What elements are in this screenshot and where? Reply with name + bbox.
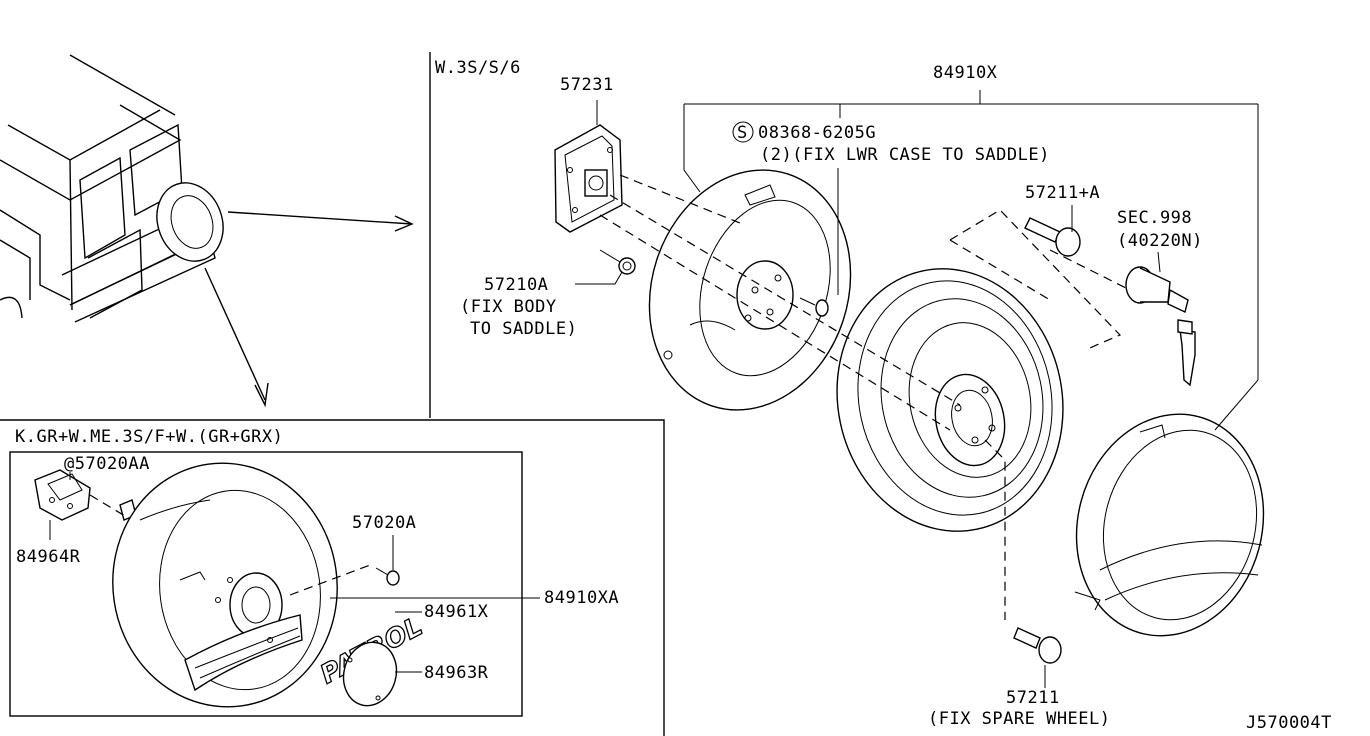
label-84910x: 84910X — [933, 63, 998, 83]
label-40220n: (40220N) — [1117, 231, 1203, 251]
label-57210a-note-1: (FIX BODY — [460, 297, 557, 317]
label-sec998: SEC.998 — [1117, 208, 1192, 228]
s-symbol-circle — [732, 121, 754, 143]
spare-tire — [836, 268, 1064, 532]
bolt-57211a — [1024, 217, 1081, 257]
label-57210a-note-2: TO SADDLE) — [470, 319, 577, 339]
assembly-dash-lines — [599, 174, 1131, 620]
group-label-w: W.3S/S/6 — [435, 58, 521, 78]
label-84961x: 84961X — [424, 602, 489, 622]
screw-57020a — [375, 567, 400, 586]
lock-cylinder-and-keys — [1125, 266, 1196, 387]
vehicle-rear-illustration — [0, 54, 414, 408]
label-08368-6205g: 08368-6205G — [758, 123, 876, 143]
diagram-id: J570004T — [1246, 713, 1332, 733]
label-57211: 57211 — [1006, 688, 1060, 708]
label-57211-note: (FIX SPARE WHEEL) — [928, 709, 1111, 729]
label-57210a: 57210A — [484, 275, 548, 295]
label-57211a: 57211+A — [1025, 183, 1100, 203]
label-57020aa: @57020AA — [64, 454, 150, 474]
label-57020a: 57020A — [352, 513, 416, 533]
lower-case-shell — [648, 169, 852, 411]
tire-cover-84910x — [1074, 413, 1265, 637]
label-84910xa: 84910XA — [544, 588, 619, 608]
label-57231: 57231 — [560, 75, 614, 95]
group-label-k: K.GR+W.ME.3S/F+W.(GR+GRX) — [15, 427, 283, 447]
label-84964r: 84964R — [16, 547, 81, 567]
label-84963r: 84963R — [424, 663, 489, 683]
bracket-84964r — [34, 469, 137, 521]
frame-lines — [0, 52, 665, 736]
bolt-57211 — [1013, 627, 1062, 664]
bolt-57210a — [599, 249, 636, 275]
cap-84963r — [342, 641, 398, 707]
label-s-symbol: S — [737, 123, 748, 143]
case-bolts — [799, 297, 829, 317]
label-08368-note: (2)(FIX LWR CASE TO SADDLE) — [760, 145, 1050, 165]
k-group-inner-frame — [9, 451, 523, 717]
saddle-bracket-57231 — [554, 124, 623, 233]
hard-tire-cover-84910xa — [112, 462, 338, 708]
